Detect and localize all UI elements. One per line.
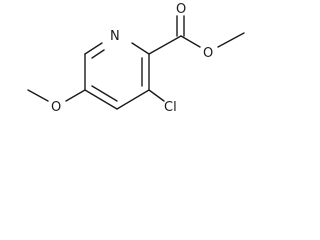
atom-label-o-ester: O xyxy=(203,46,213,61)
bond-c3-cl xyxy=(148,89,165,102)
molecule-drawing: N O O Cl O xyxy=(27,2,245,115)
bond-c5-omethoxy xyxy=(65,89,86,102)
atom-label-cl: Cl xyxy=(164,100,177,115)
bond-omethoxy-methyl xyxy=(27,89,49,102)
bond-c6-n-inner xyxy=(91,49,105,59)
bond-c4-c5 xyxy=(84,89,118,110)
bond-c4-c5-inner xyxy=(91,85,118,102)
bond-oester-methyl xyxy=(217,32,245,48)
bond-n-c2 xyxy=(131,42,150,55)
atom-label-o-methoxy: O xyxy=(51,100,61,115)
bond-c2-ccarbonyl xyxy=(148,35,182,55)
bond-c6-n xyxy=(84,42,103,55)
bond-c3-c4 xyxy=(116,89,150,110)
bond-ccarbonyl-oester xyxy=(180,35,201,48)
atom-label-o-carbonyl: O xyxy=(176,2,186,17)
structure-canvas: N O O Cl O xyxy=(0,0,250,138)
atom-label-n: N xyxy=(110,29,120,44)
